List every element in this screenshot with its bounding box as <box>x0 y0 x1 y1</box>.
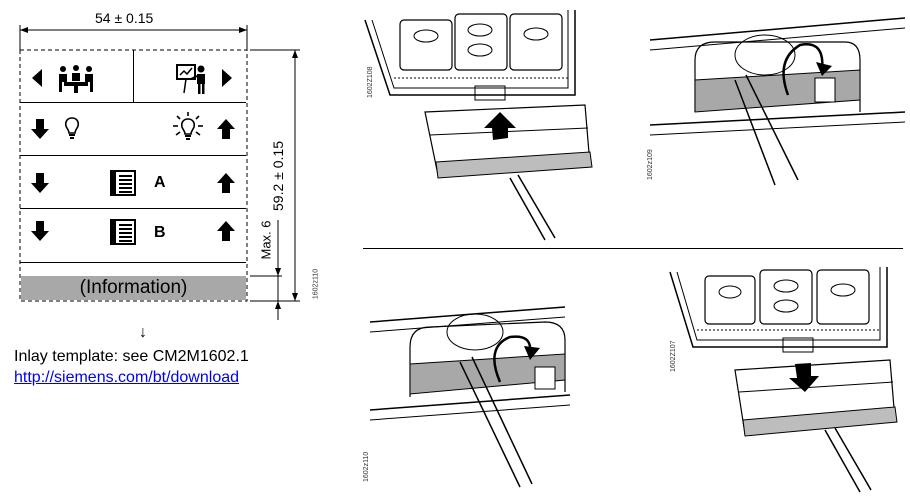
arrow-down-icon <box>31 221 49 241</box>
row-divider <box>20 155 246 156</box>
arrow-left-icon <box>32 69 42 87</box>
bulb-on-icon <box>173 112 203 140</box>
inlay-insert-illustration: 1602Z108 <box>364 10 593 241</box>
bulb-off-icon <box>64 117 80 139</box>
inlay-unfold-illustration: 1602z110 <box>363 306 571 488</box>
arrow-down-icon <box>31 173 49 193</box>
blind-icon <box>110 219 136 245</box>
column-divider <box>133 50 134 102</box>
down-arrow-icon: ↓ <box>139 324 147 341</box>
channel-letter-b: B <box>154 224 166 241</box>
download-link[interactable]: http://siemens.com/bt/download <box>14 369 240 386</box>
presenter-icon <box>176 64 205 94</box>
channel-letter-a: A <box>154 174 166 191</box>
height-dimension-label: 59.2 ± 0.15 <box>270 141 286 211</box>
arrow-up-icon <box>217 221 235 241</box>
figure-code-bottom-left: 1602z110 <box>363 452 370 482</box>
arrow-right-icon <box>222 69 232 87</box>
figure-code-top-left: 1602Z108 <box>367 66 374 98</box>
inlay-template-caption: Inlay template: see CM2M1602.1 <box>14 348 249 365</box>
arrow-up-icon <box>217 119 235 139</box>
figure-code-bottom-right: 1602Z107 <box>670 340 677 372</box>
width-dimension-label: 54 ± 0.15 <box>95 10 154 26</box>
blind-icon <box>110 170 136 196</box>
arrow-up-icon <box>217 173 235 193</box>
information-field: (Information) <box>21 276 246 300</box>
row-divider <box>20 262 246 263</box>
meeting-icon <box>59 65 93 93</box>
inlay-fold-illustration: 1602z109 <box>647 17 906 186</box>
row-divider <box>20 208 246 209</box>
arrow-down-icon <box>31 119 49 139</box>
illustration-divider <box>363 248 903 249</box>
max-dimension-label: Max. 6 <box>258 220 274 260</box>
figure-code-top-right: 1602z109 <box>647 149 654 180</box>
row-divider <box>20 102 246 103</box>
figure-code: 1602z110 <box>312 268 320 300</box>
inlay-remove-illustration: 1602Z107 <box>669 267 898 493</box>
